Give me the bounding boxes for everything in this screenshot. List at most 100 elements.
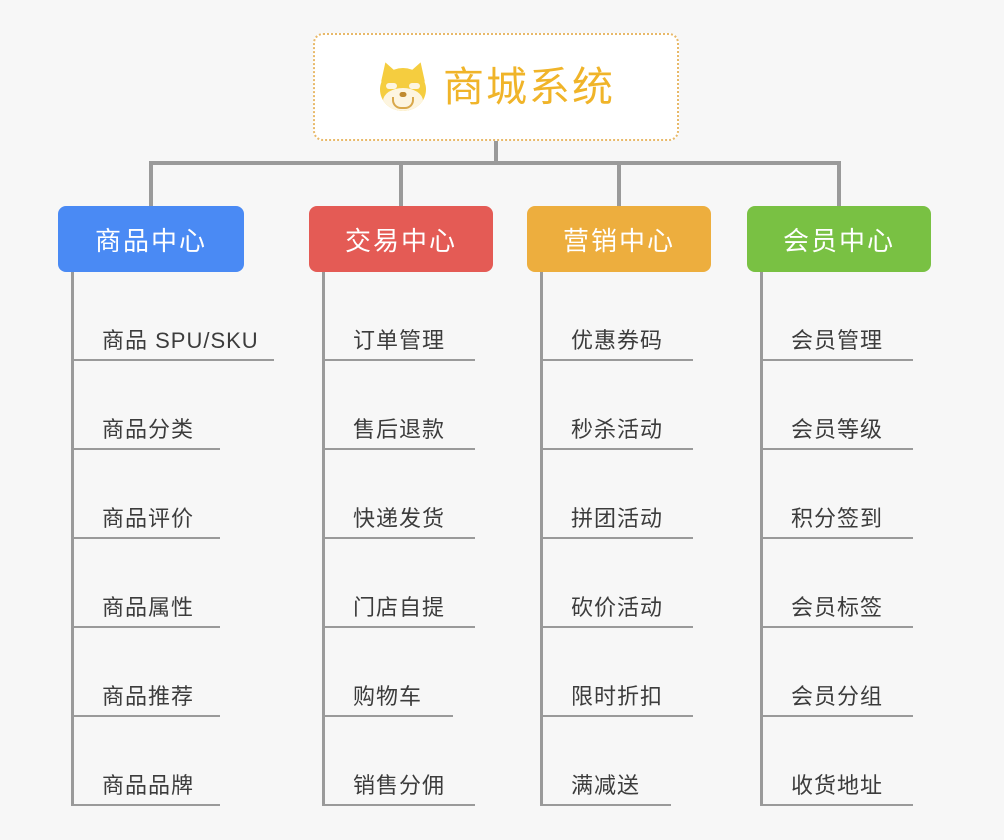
list-item-label: 满减送 [571,773,641,798]
list-item[interactable]: 砍价活动 [527,539,711,628]
branch-header-label: 商品中心 [94,225,207,256]
list-item-rule [72,804,220,806]
list-item-rule [761,626,913,628]
list-item-label: 快递发货 [353,506,446,531]
branch-column-3: 营销中心 优惠券码 秒杀活动 拼团活动 砍价活动 限时折扣 [527,206,711,806]
list-item[interactable]: 商品推荐 [58,628,244,717]
connector-root-stem [494,141,498,163]
branch-header-2[interactable]: 交易中心 [309,206,493,272]
branch-header-label: 会员中心 [782,225,895,256]
list-item-label: 门店自提 [353,595,446,620]
branch-items-2: 订单管理 售后退款 快递发货 门店自提 购物车 销售分佣 [309,272,493,806]
list-item[interactable]: 商品 SPU/SKU [58,272,274,361]
list-item-rule [761,715,913,717]
list-item-label: 售后退款 [353,417,446,442]
list-item-rule [72,359,274,361]
list-item-label: 秒杀活动 [571,417,664,442]
list-item[interactable]: 秒杀活动 [527,361,711,450]
list-item-label: 优惠券码 [571,328,664,353]
list-item[interactable]: 门店自提 [309,539,493,628]
list-item[interactable]: 会员等级 [747,361,931,450]
list-item-rule [541,626,693,628]
list-item[interactable]: 拼团活动 [527,450,711,539]
list-item-rule [72,448,220,450]
branch-column-2: 交易中心 订单管理 售后退款 快递发货 门店自提 购物车 [309,206,493,806]
list-item-rule [541,715,693,717]
list-item[interactable]: 购物车 [309,628,493,717]
list-item[interactable]: 快递发货 [309,450,493,539]
list-item-label: 购物车 [353,684,423,709]
branch-trunk-2 [322,272,325,806]
list-item-rule [761,448,913,450]
branch-trunk-4 [760,272,763,806]
list-item-rule [761,359,913,361]
list-item[interactable]: 商品分类 [58,361,244,450]
root-node[interactable]: 商城系统 [313,33,679,141]
list-item-label: 会员分组 [791,684,884,709]
list-item[interactable]: 优惠券码 [527,272,711,361]
list-item-rule [323,359,475,361]
list-item-label: 商品属性 [102,595,195,620]
list-item[interactable]: 商品评价 [58,450,244,539]
list-item-rule [72,626,220,628]
list-item[interactable]: 商品属性 [58,539,244,628]
list-item-rule [761,804,913,806]
list-item-label: 积分签到 [791,506,884,531]
shiba-dog-icon [375,59,431,113]
branch-header-1[interactable]: 商品中心 [58,206,244,272]
list-item[interactable]: 限时折扣 [527,628,711,717]
connector-drop-2 [399,161,403,208]
list-item-rule [72,715,220,717]
branch-column-1: 商品中心 商品 SPU/SKU 商品分类 商品评价 商品属性 商品推荐 [58,206,274,806]
list-item-label: 会员标签 [791,595,884,620]
list-item-label: 会员管理 [791,328,884,353]
branch-column-4: 会员中心 会员管理 会员等级 积分签到 会员标签 会员分组 [747,206,931,806]
root-title: 商城系统 [443,63,615,110]
branch-header-4[interactable]: 会员中心 [747,206,931,272]
branch-header-3[interactable]: 营销中心 [527,206,711,272]
list-item-label: 商品推荐 [102,684,195,709]
branch-items-3: 优惠券码 秒杀活动 拼团活动 砍价活动 限时折扣 满减送 [527,272,711,806]
list-item[interactable]: 商品品牌 [58,717,244,806]
list-item-label: 商品品牌 [102,773,195,798]
list-item[interactable]: 会员管理 [747,272,931,361]
list-item-rule [541,359,693,361]
list-item-label: 商品 SPU/SKU [102,328,259,353]
list-item-rule [72,537,220,539]
list-item[interactable]: 会员分组 [747,628,931,717]
branch-trunk-1 [71,272,74,806]
connector-bus [149,161,841,165]
list-item[interactable]: 积分签到 [747,450,931,539]
list-item-label: 拼团活动 [571,506,664,531]
list-item-rule [541,448,693,450]
list-item-rule [541,804,671,806]
list-item[interactable]: 售后退款 [309,361,493,450]
connector-drop-4 [837,161,841,208]
list-item-rule [323,448,475,450]
branch-items-1: 商品 SPU/SKU 商品分类 商品评价 商品属性 商品推荐 商品品牌 [58,272,274,806]
branch-items-4: 会员管理 会员等级 积分签到 会员标签 会员分组 收货地址 [747,272,931,806]
list-item[interactable]: 满减送 [527,717,711,806]
list-item-rule [323,715,453,717]
list-item[interactable]: 会员标签 [747,539,931,628]
list-item-label: 商品评价 [102,506,195,531]
list-item-rule [323,626,475,628]
connector-drop-1 [149,161,153,208]
list-item-rule [541,537,693,539]
list-item-label: 砍价活动 [571,595,664,620]
connector-drop-3 [617,161,621,208]
list-item-label: 收货地址 [791,773,884,798]
branch-trunk-3 [540,272,543,806]
list-item[interactable]: 收货地址 [747,717,931,806]
list-item-rule [323,804,475,806]
list-item-label: 会员等级 [791,417,884,442]
list-item[interactable]: 订单管理 [309,272,493,361]
list-item[interactable]: 销售分佣 [309,717,493,806]
list-item-label: 商品分类 [102,417,195,442]
list-item-rule [761,537,913,539]
list-item-label: 订单管理 [353,328,446,353]
branch-header-label: 营销中心 [562,225,675,256]
branch-header-label: 交易中心 [344,225,457,256]
list-item-rule [323,537,475,539]
